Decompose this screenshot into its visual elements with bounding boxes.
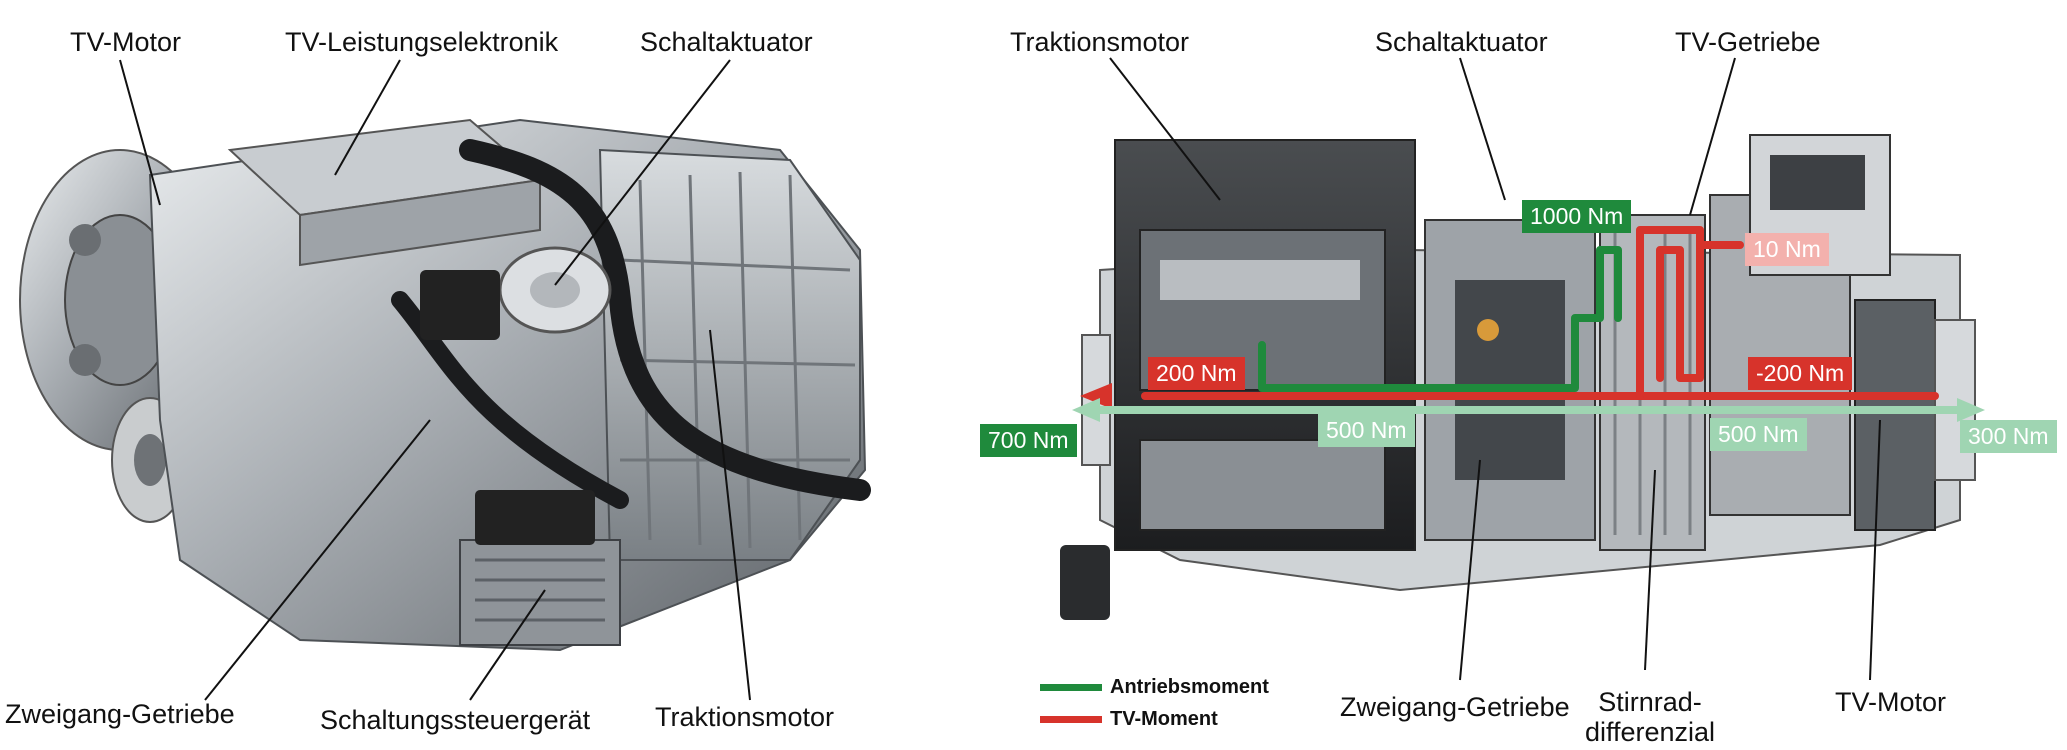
tv-torque-path [1141,226,1939,400]
torque-minus-200: -200 Nm [1748,357,1853,390]
torque-500-right: 500 Nm [1710,418,1807,451]
right-leader-lines [1109,57,1881,681]
label-traction-motor-left: Traktionsmotor [655,702,835,732]
drive-arrow-right [1957,398,1985,422]
legend-swatch-tv [1040,716,1102,723]
legend-tv-label: TV-Moment [1110,708,1218,730]
shift-control-unit [459,539,621,646]
legend-drive-label: Antriebsmoment [1110,676,1269,698]
label-shift-actuator-left: Schaltaktuator [640,27,813,57]
drive-torque-path [1258,246,1622,392]
legend-swatch-drive [1040,684,1102,691]
label-two-speed-left: Zweigang-Getriebe [5,699,235,729]
label-traction-motor-right: Traktionsmotor [1010,27,1190,57]
drive-arrow-left [1072,398,1100,422]
label-spur-differential-line2: differenzial [1584,716,1716,747]
label-spur-differential-line1: Stirnrad- [1598,687,1702,717]
drive-unit-photo [19,118,871,652]
label-spur-differential: Stirnrad- differenzial [1575,687,1725,747]
torque-300: 300 Nm [1960,420,2057,453]
torque-1000: 1000 Nm [1522,200,1632,233]
torque-500-left: 500 Nm [1318,414,1415,447]
label-tv-power-electronics: TV-Leistungselektronik [285,27,559,57]
legend-tv-torque: TV-Moment [1110,708,1218,731]
torque-700: 700 Nm [980,424,1077,457]
cross-section [1060,134,1985,620]
tv-arrow-left [1080,383,1112,409]
coolant-hose [459,139,871,501]
label-shift-actuator-right: Schaltaktuator [1375,27,1548,57]
flange-right [1934,319,1976,481]
label-tv-gear: TV-Getriebe [1675,27,1821,57]
label-tv-motor-left: TV-Motor [70,27,182,57]
left-leader-lines [119,59,751,701]
torque-200: 200 Nm [1148,357,1245,390]
label-two-speed-right: Zweigang-Getriebe [1340,692,1570,722]
label-tv-motor-right: TV-Motor [1835,687,1947,717]
legend-drive-torque: Antriebsmoment [1110,676,1269,699]
torque-10: 10 Nm [1745,233,1829,266]
label-shift-control-unit: Schaltungssteuergerät [320,705,591,735]
